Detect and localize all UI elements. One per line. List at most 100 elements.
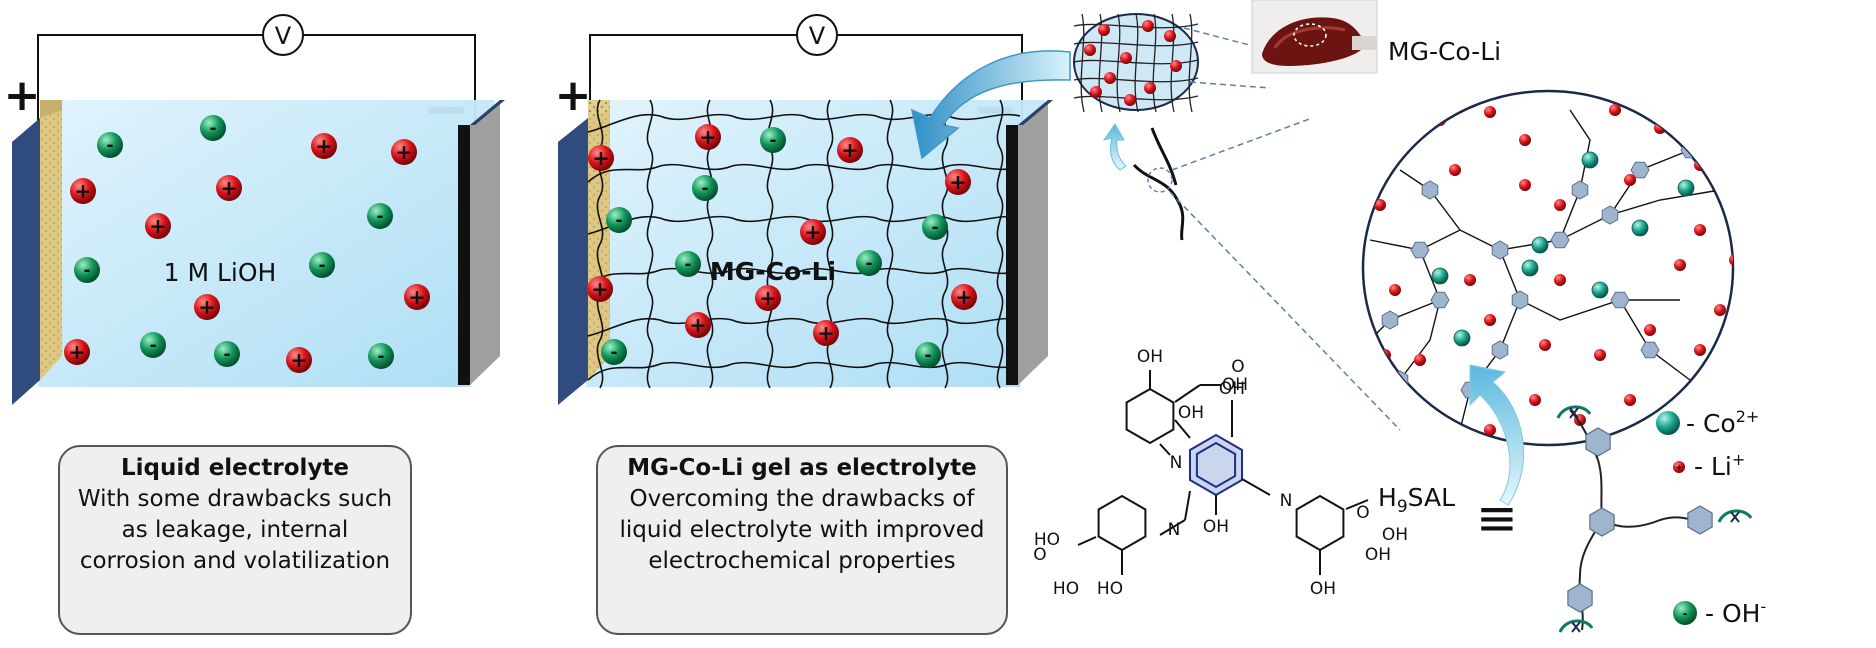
li-cation [1120,52,1132,64]
polymer-chain [587,215,1021,235]
cobalt-ion [1677,179,1695,197]
legend-oh-marker [1673,601,1697,625]
ion-charge: + [149,214,166,238]
legend-li-marker [1673,461,1685,473]
hydroxide-anion: - [140,332,166,358]
liquid-caption: Liquid electrolyte With some drawbacks s… [58,445,412,635]
li-cation: + [404,284,430,310]
li-ion-dot [1554,274,1566,286]
electrolyte-tank [38,100,495,387]
ion-charge: - [377,345,384,365]
polymer-chain [587,361,1021,381]
voltmeter-icon [796,14,838,56]
network-line [1073,77,1199,83]
li-cation [1164,30,1176,42]
benzene-ring [1421,180,1439,200]
aromatic-ring [1195,441,1237,489]
ion-charge: - [865,252,872,272]
li-ion-dot [1624,394,1636,406]
li-ion-dot [1694,224,1706,236]
li-cation [1090,86,1102,98]
equivalence-sign: ≡ [1476,489,1518,547]
cobalt-ion [1531,236,1549,254]
ion-charge: + [290,348,307,372]
cobalt-ion [1581,151,1599,169]
atom-label: HO [1097,579,1123,599]
benzene-ring [1640,341,1660,359]
gel-photo [1251,0,1378,74]
li-ion-dot [1729,254,1733,266]
li-cation: + [194,294,220,320]
benzene-ring [1571,180,1589,200]
molecule-name: H9SAL [1378,483,1455,517]
atom-label: OH [1222,375,1248,395]
bond [1159,519,1186,536]
benzene-ring [1610,291,1630,309]
li-cation: + [391,139,417,165]
li-ion-dot [1484,106,1496,118]
chelating-end-icon [1556,405,1592,419]
li-ion-dot [1464,274,1476,286]
polymer-chain [996,99,1004,389]
gel-ions: ++-++--+---+++++-- [587,124,977,368]
polymer-chain [587,163,1021,183]
atom-label: N [1280,491,1293,511]
gel-caption-line: Overcoming the drawbacks of [629,486,975,512]
ion-charge: - [684,253,691,273]
bond [1159,443,1171,456]
li-ion-dot [1519,134,1531,146]
hydroxide-anion: - [368,343,394,369]
ion-charge: - [615,209,622,229]
network-zoom-small [1073,13,1199,113]
ion-charge: + [395,140,412,164]
atom-label: OH [1203,517,1229,537]
negative-electrode [470,100,500,385]
liquid-caption-title: Liquid electrolyte [120,455,350,481]
li-cation: + [588,145,614,171]
ion-charge: + [699,125,716,149]
binding-site [1730,511,1740,523]
li-ion-dot [1449,164,1461,176]
benzene-ring [1391,370,1409,390]
network-line [1134,13,1139,113]
gel-caption-title: MG-Co-Li gel as electrolyte [627,455,977,481]
ion-charge: + [315,134,332,158]
atom-label: HO [1034,530,1060,550]
linker-chain [1601,516,1701,528]
aromatic-ring [1125,387,1175,445]
atom-label: OH [1219,379,1245,399]
binding-site [1571,621,1581,633]
benzene-ring [1567,583,1593,613]
ion-charge: - [924,344,931,364]
polymer-chain [646,99,654,389]
li-cation: + [311,133,337,159]
liquid-caption-line: as leakage, internal [121,517,349,543]
hydroxide-anion: - [601,339,627,365]
li-cation: + [695,124,721,150]
ion-charge: + [689,313,706,337]
benzene-ring [1410,241,1430,259]
li-ion-dot [1694,344,1706,356]
li-cation [1084,44,1096,56]
curved-arrow-icon [910,50,1071,160]
liquid-cell: V + − --+++++---+++--+- 1 M LiOH [4,14,505,405]
benzene-ring [1601,205,1619,225]
legend-oh-sign: - [1683,605,1688,621]
benzene-ring [1511,290,1529,310]
ion-charge: + [591,277,608,301]
li-cation [1170,60,1182,72]
ion-charge: - [223,343,230,363]
legend-oh-label: - OH- [1705,597,1766,628]
li-cation [1104,72,1116,84]
voltmeter-label: V [275,22,292,50]
li-ion-dot [1374,199,1386,211]
network-line [1073,41,1199,47]
network-line [1170,13,1175,113]
voltmeter-icon [262,14,304,56]
li-cation: + [145,213,171,239]
li-ion-dot [1674,259,1686,271]
network-line [1116,13,1121,113]
hydroxide-anion: - [309,252,335,278]
li-ion-dot [1644,324,1656,336]
